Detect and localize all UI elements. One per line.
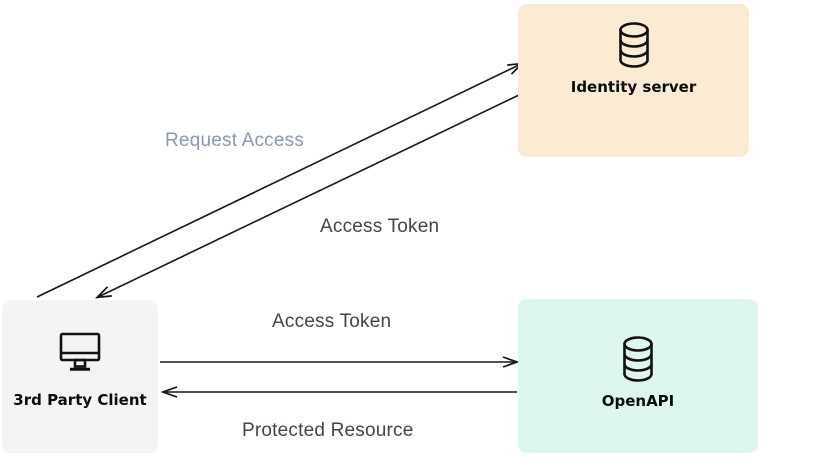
database-icon: [615, 21, 653, 69]
openapi-label: OpenAPI: [601, 392, 675, 410]
identity-server-node: Identity server: [518, 4, 749, 157]
edge-label-protected-resource: Protected Resource: [242, 420, 414, 441]
third-party-client-node: 3rd Party Client: [2, 300, 158, 453]
edge-label-access-token-lower: Access Token: [272, 311, 392, 332]
identity-server-label: Identity server: [570, 78, 697, 96]
edge-label-request-access: Request Access: [165, 130, 305, 151]
arrow-access-token-to-client: [98, 94, 520, 297]
monitor-icon: [57, 331, 103, 373]
third-party-client-label: 3rd Party Client: [13, 391, 147, 409]
openapi-node: OpenAPI: [518, 299, 758, 453]
arrow-request-access: [36, 64, 521, 298]
edge-label-access-token-upper: Access Token: [320, 216, 440, 237]
database-icon: [619, 335, 657, 383]
